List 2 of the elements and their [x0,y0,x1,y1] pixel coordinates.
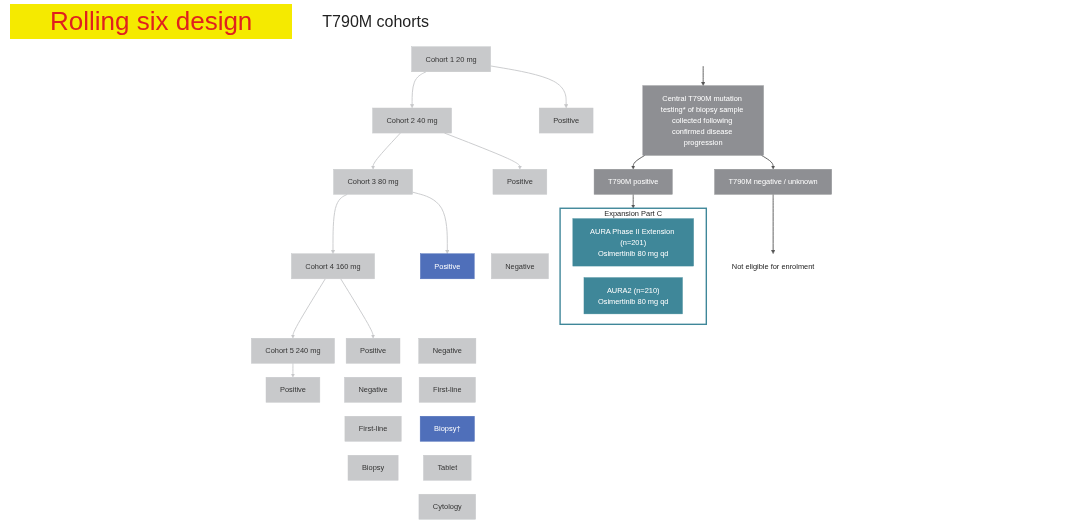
bracket-label: T790M cohorts [322,12,430,31]
diagram-title: Rolling six design [10,4,293,39]
